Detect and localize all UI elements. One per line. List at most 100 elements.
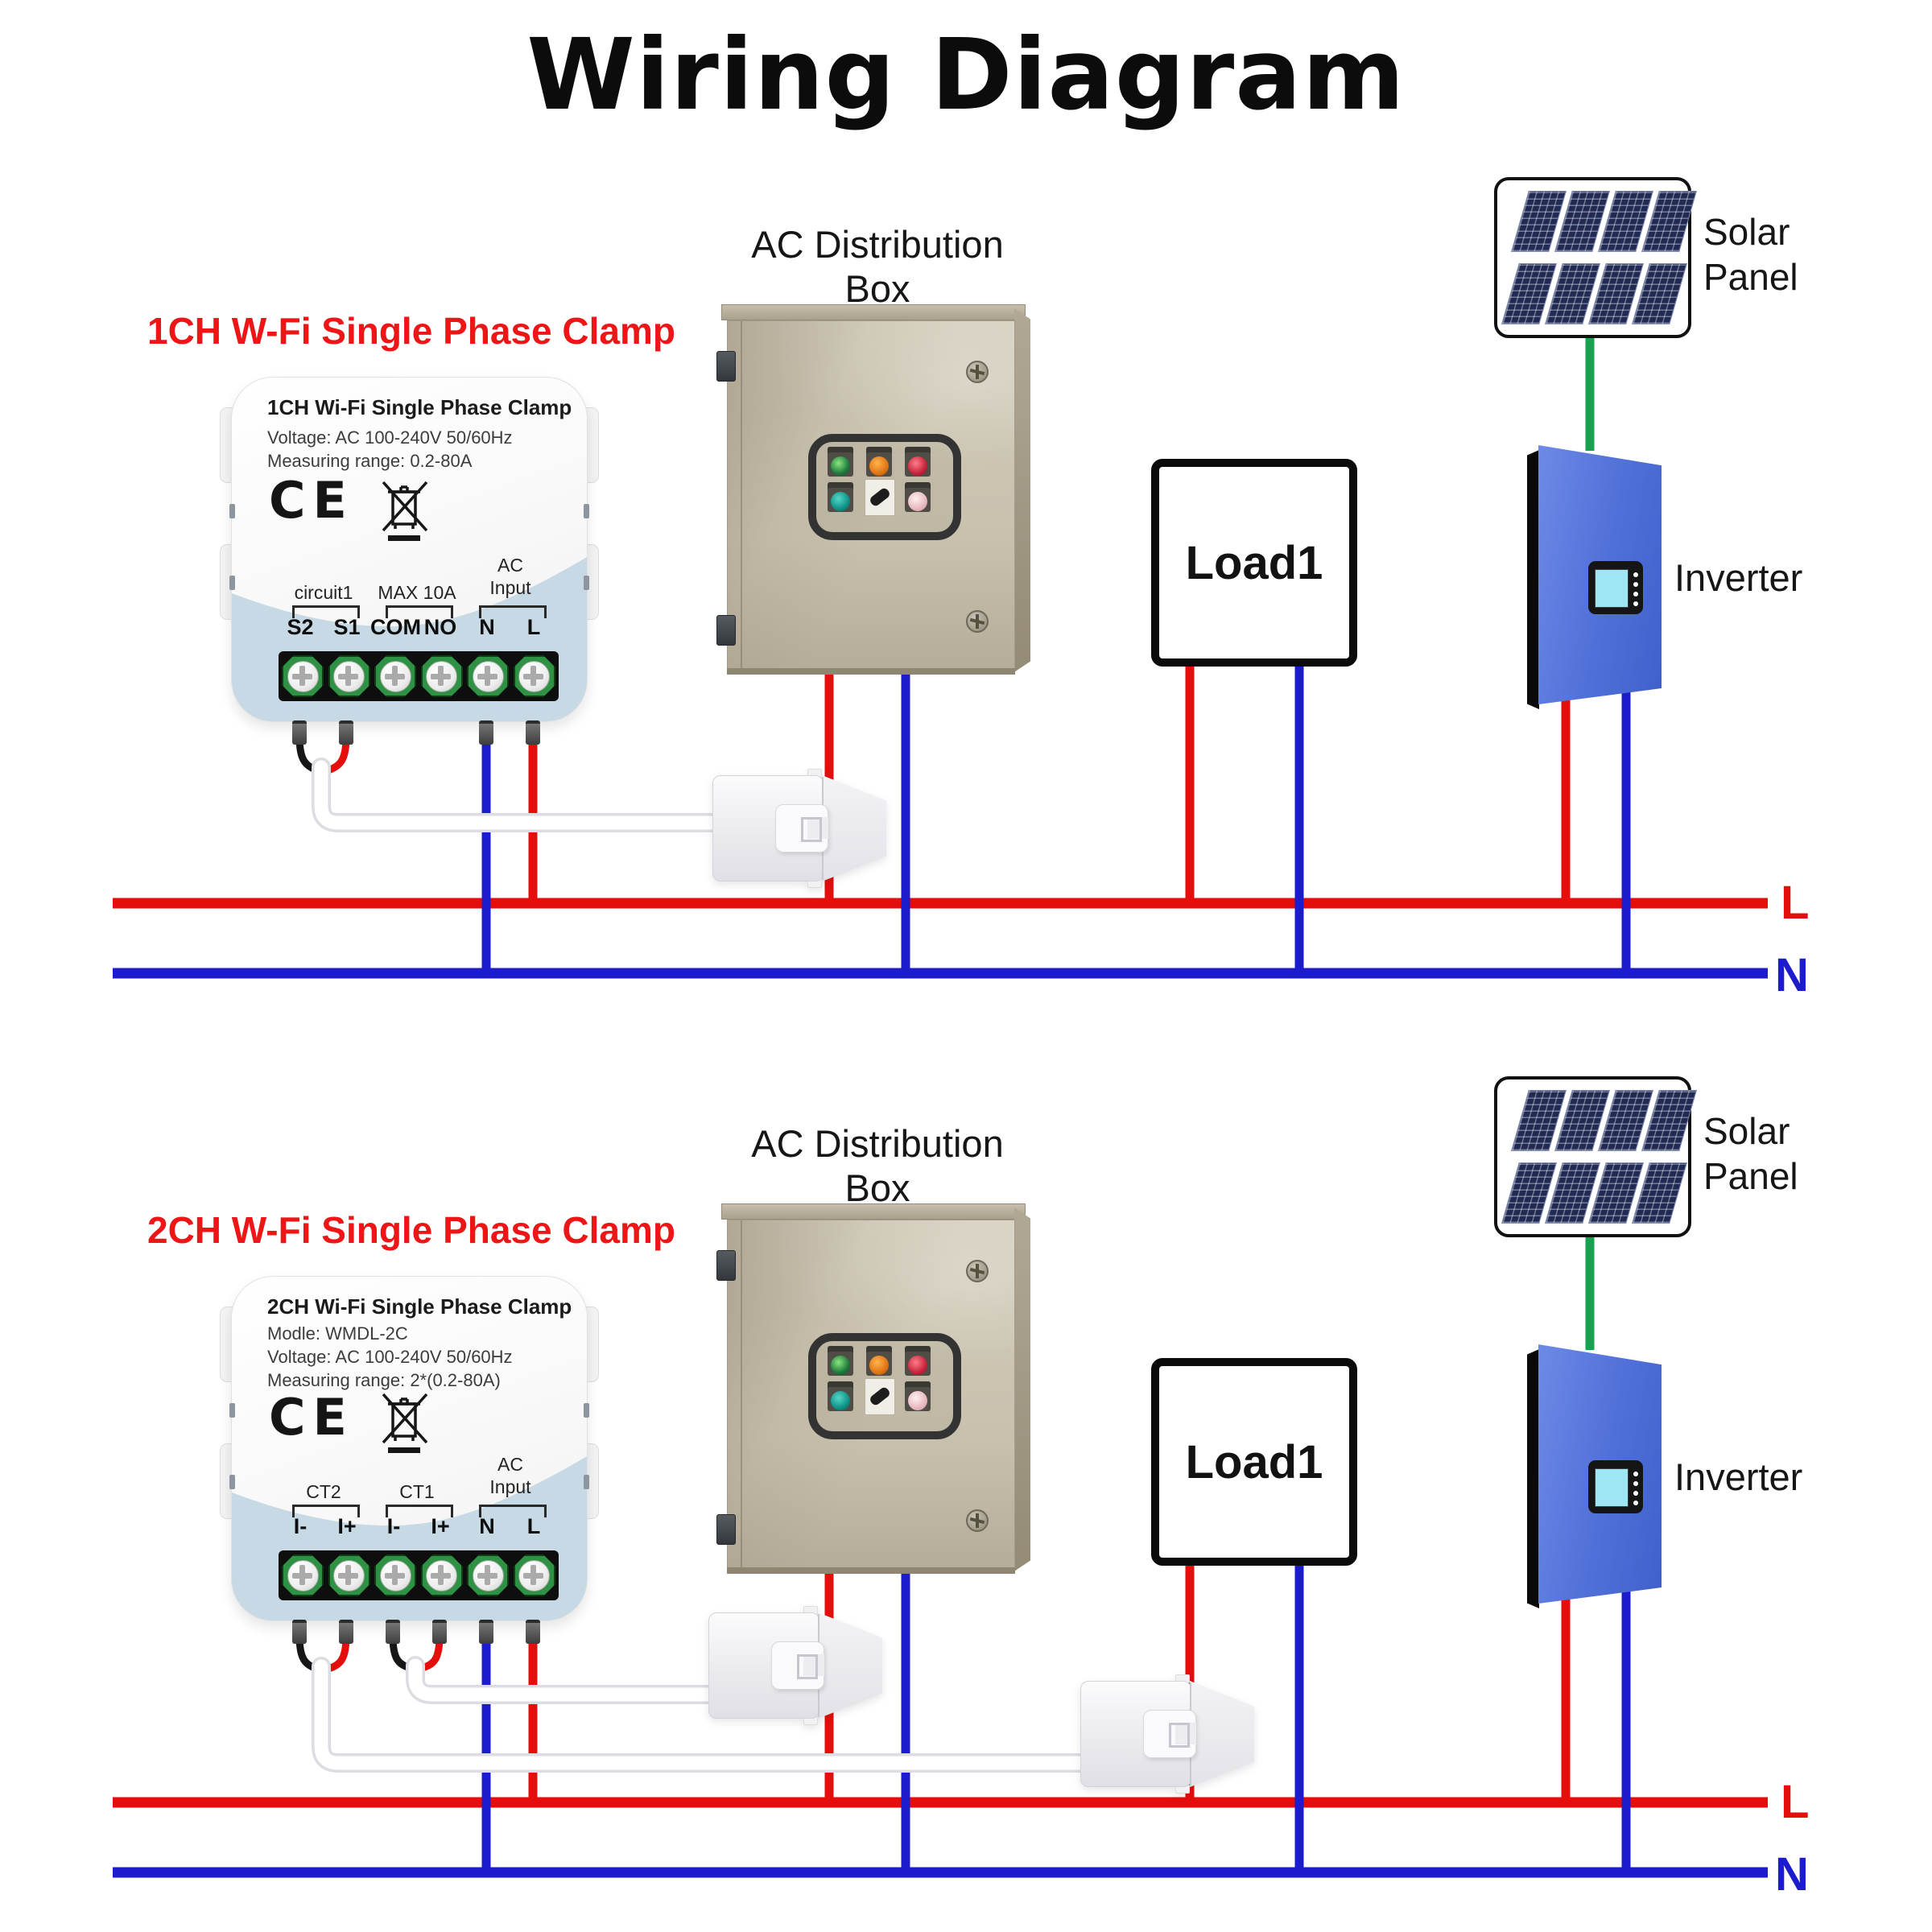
door-seam	[741, 321, 742, 669]
screw-icon	[966, 1509, 989, 1532]
wire-stub	[292, 720, 307, 745]
clamp-meter-module: 1CH Wi-Fi Single Phase Clamp Voltage: AC…	[220, 377, 599, 745]
orange-button-icon	[869, 1356, 889, 1375]
box-lid	[721, 304, 1026, 320]
terminal-label: N	[479, 615, 495, 639]
screw-icon	[966, 361, 989, 383]
wire-stub	[479, 720, 493, 745]
terminal-screw	[467, 1554, 510, 1596]
screw-icon	[966, 610, 989, 633]
hinge-icon	[716, 1514, 736, 1545]
group-label: CT1	[399, 1481, 435, 1502]
group-label-ac: Input	[489, 1476, 531, 1497]
module-title: 2CH Wi-Fi Single Phase Clamp	[267, 1294, 572, 1319]
mount-slot	[584, 1475, 589, 1489]
load-label: Load1	[1185, 1435, 1323, 1488]
inverter-led-icon	[1633, 601, 1638, 606]
weee-bin-icon	[382, 481, 428, 541]
clamp-jaw-window	[1169, 1723, 1190, 1748]
inverter-side	[1527, 1349, 1539, 1608]
wire-stub	[292, 1620, 307, 1644]
label-line: Box	[844, 267, 910, 310]
group-bracket	[292, 605, 360, 618]
box-side	[1014, 1208, 1030, 1571]
clamp-jaw-opening	[807, 817, 828, 839]
box-door	[727, 320, 1015, 670]
ce-mark-icon: CE	[269, 1388, 354, 1447]
terminal-label: COM	[370, 615, 421, 639]
neutral-line-label: N	[1775, 949, 1809, 1001]
group-label-ac: AC	[497, 555, 523, 576]
clamp-meter-module: 2CH Wi-Fi Single Phase Clamp Modle: WMDL…	[220, 1276, 599, 1644]
terminal-label: L	[526, 615, 541, 639]
screw-icon	[966, 1260, 989, 1282]
module-title: 1CH Wi-Fi Single Phase Clamp	[267, 395, 572, 419]
control-panel	[808, 434, 961, 540]
wire-stub	[479, 1620, 493, 1644]
door-seam	[741, 1220, 742, 1568]
clamp-jaw-opening	[803, 1654, 824, 1676]
label-line: Panel	[1703, 256, 1798, 298]
box-side	[1014, 308, 1030, 672]
hinge-icon	[716, 351, 736, 382]
label-line: Box	[844, 1166, 910, 1209]
ct-cable-outline	[312, 758, 781, 832]
inverter-display-icon	[1595, 569, 1629, 608]
section-1ch: 1CH W-Fi Single Phase Clamp 1CH Wi-Fi Si…	[0, 0, 1932, 1033]
terminal-strip	[279, 651, 559, 701]
mount-slot	[584, 1403, 589, 1418]
wire-stub	[526, 1620, 540, 1644]
mount-slot	[229, 1475, 235, 1489]
terminal-screw	[328, 1554, 370, 1596]
neutral-line-label: N	[1775, 1848, 1809, 1901]
group-bracket	[386, 1505, 453, 1517]
wire-stub	[339, 1620, 353, 1644]
terminal-screw	[420, 655, 463, 697]
inverter-led-icon	[1633, 592, 1638, 597]
spec-line: Measuring range: 0.2-80A	[267, 451, 473, 471]
group-label: circuit1	[294, 582, 353, 603]
indicator-plate	[866, 1346, 892, 1376]
terminal-screw	[420, 1554, 463, 1596]
terminal-label: I-	[386, 1514, 401, 1538]
ct-cable	[314, 760, 778, 830]
inverter-side	[1527, 450, 1539, 709]
box-bottom-edge	[727, 1567, 1015, 1574]
inverter-label: Inverter	[1674, 1455, 1803, 1498]
mount-slot	[584, 504, 589, 518]
orange-button-icon	[869, 456, 889, 476]
indicator-plate	[828, 482, 853, 512]
terminal-screw	[328, 655, 370, 697]
solar-panel-label: Solar Panel	[1703, 209, 1798, 299]
module-specs: Modle: WMDL-2C Voltage: AC 100-240V 50/6…	[267, 1322, 513, 1392]
clamp-jaw-window	[801, 817, 822, 842]
mount-slot	[229, 576, 235, 590]
label-line: Solar	[1703, 1110, 1790, 1152]
box-bottom-edge	[727, 668, 1015, 675]
clamp-jaw-window	[797, 1654, 818, 1679]
indicator-plate	[828, 1346, 853, 1376]
spec-line: Voltage: AC 100-240V 50/60Hz	[267, 1347, 513, 1367]
box-lid	[721, 1203, 1026, 1220]
label-line: Panel	[1703, 1155, 1798, 1197]
section-heading: 2CH W-Fi Single Phase Clamp	[147, 1209, 675, 1251]
label-line: Solar	[1703, 211, 1790, 253]
terminal-label: NO	[423, 615, 457, 639]
inverter-led-icon	[1633, 1481, 1638, 1486]
spec-line: Modle: WMDL-2C	[267, 1323, 408, 1344]
distribution-box-label: AC Distribution Box	[716, 222, 1038, 311]
indicator-plate	[905, 1346, 931, 1376]
inverter-label: Inverter	[1674, 556, 1803, 599]
terminal-label: I+	[337, 1514, 357, 1538]
solar-panel-label: Solar Panel	[1703, 1108, 1798, 1199]
terminal-label: S1	[333, 615, 361, 639]
group-label-ac: Input	[489, 577, 531, 598]
pink-button-icon	[908, 1391, 927, 1410]
clamp-nose	[822, 775, 886, 881]
terminal-label: I-	[293, 1514, 308, 1538]
indicator-plate	[905, 482, 931, 512]
module-body: 2CH Wi-Fi Single Phase Clamp Modle: WMDL…	[231, 1276, 588, 1621]
inverter-led-icon	[1633, 1472, 1638, 1476]
box-door	[727, 1220, 1015, 1569]
terminal-label: L	[526, 1514, 541, 1538]
